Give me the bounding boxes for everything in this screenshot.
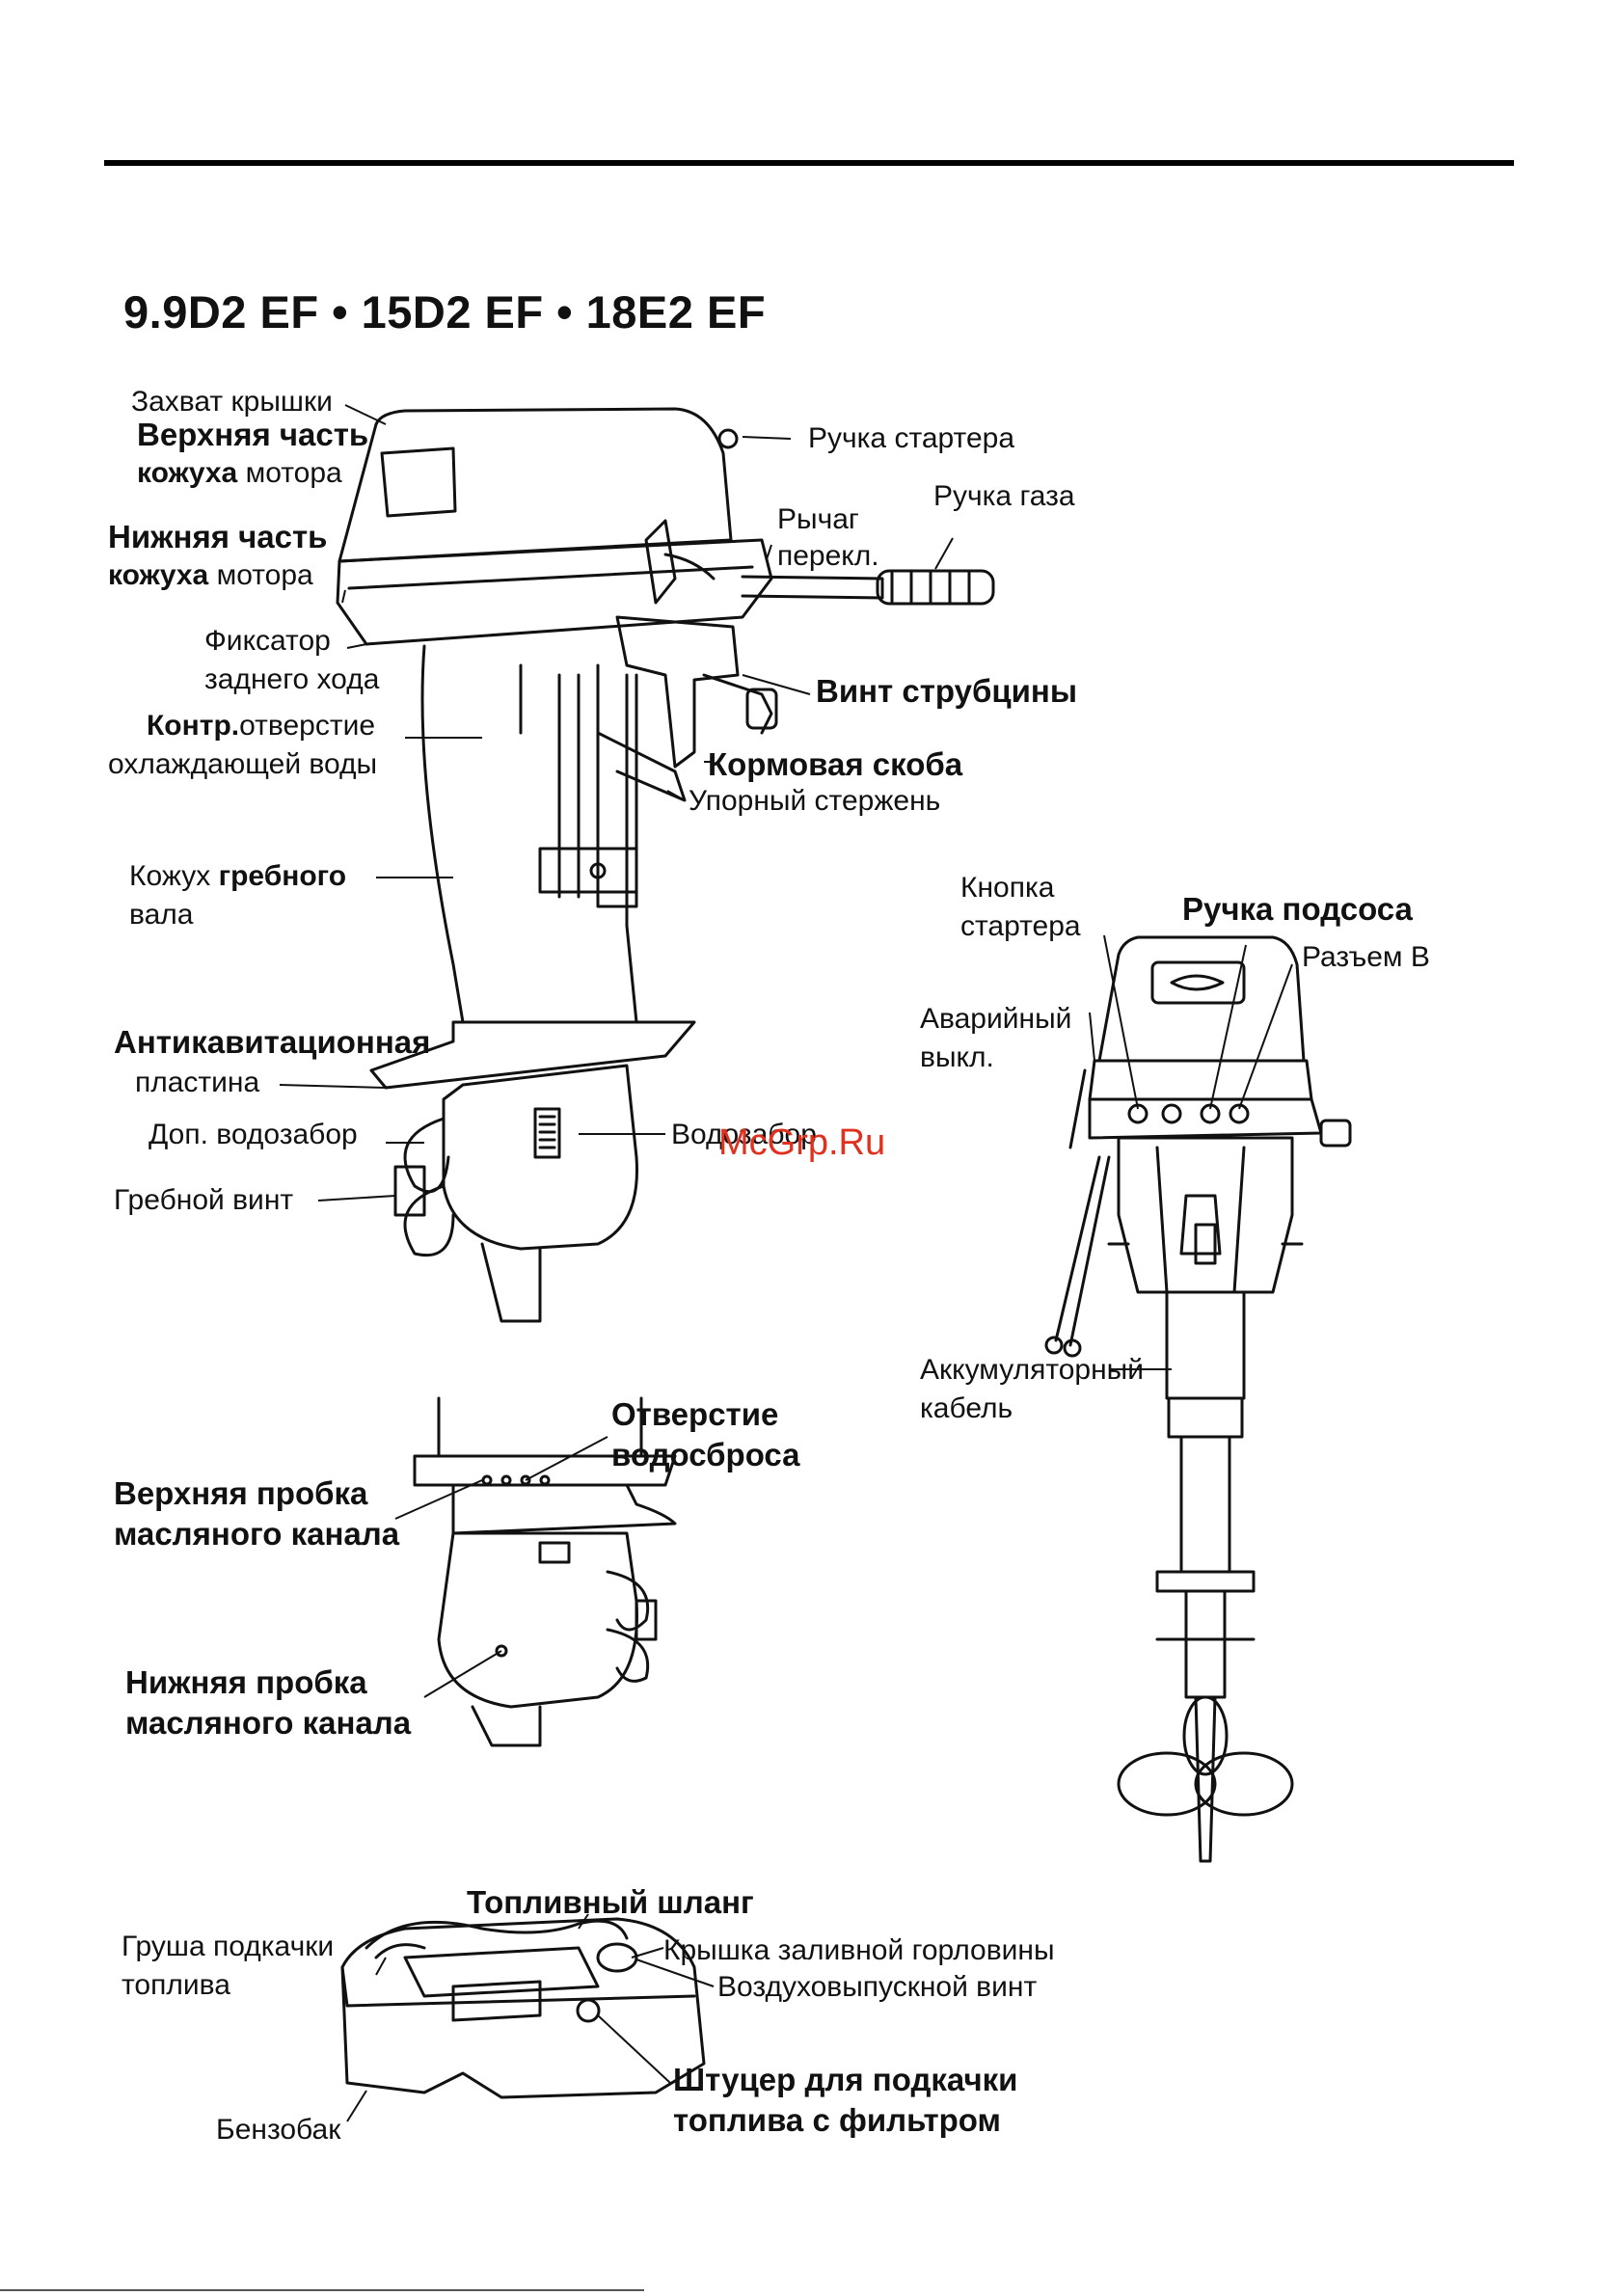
label-connector-b: Разъем B [1302, 941, 1430, 973]
label-upper-cover-line2: кожуха мотора [137, 455, 342, 492]
side-view-motor [336, 407, 995, 1323]
label-start-button-line1: Кнопка [960, 872, 1055, 904]
label-upper-cover-bold: кожуха [137, 457, 238, 489]
label-trim-rod: Упорный стержень [689, 785, 941, 817]
label-throttle-grip: Ручка газа [933, 480, 1075, 512]
label-shaft-housing-bold: гребного [218, 860, 347, 892]
label-fuel-joint-line2: топлива с фильтром [673, 2102, 1001, 2138]
label-drain-hole-line1: Отверстие [611, 1396, 779, 1432]
label-fuel-joint-line1: Штуцер для подкачки [673, 2062, 1018, 2097]
label-battery-cable-line1: Аккумуляторный [920, 1354, 1144, 1386]
front-view-motor [1044, 935, 1352, 1863]
label-propeller: Гребной винт [114, 1184, 294, 1216]
gearcase-detail [413, 1396, 677, 1747]
fuel-tank-illustration [340, 1917, 706, 2099]
label-shift-lever-line1: Рычаг [777, 503, 859, 535]
leader-lines [279, 404, 1293, 2122]
label-anticav-line2: пластина [135, 1067, 260, 1098]
label-stop-switch-line2: выкл. [920, 1041, 994, 1073]
label-pilot-hole-rest: отверстие [239, 710, 376, 742]
label-filler-cap: Крышка заливной горловины [663, 1934, 1055, 1966]
label-cover-latch: Захват крышки [131, 386, 333, 418]
label-pilot-hole-line2: охлаждающей воды [108, 748, 378, 780]
label-upper-cover-rest: мотора [245, 457, 342, 489]
header-rule [104, 160, 1514, 166]
label-lower-cover-line2: кожуха мотора [108, 557, 313, 594]
label-shaft-housing-line1: Кожух гребного [129, 858, 346, 895]
label-drain-hole-line2: водосброса [611, 1437, 800, 1472]
label-start-button-line2: стартера [960, 910, 1081, 942]
label-shaft-housing-word: Кожух [129, 860, 211, 892]
label-fuel-tank: Бензобак [216, 2114, 341, 2146]
label-pilot-hole-line1: Контр.отверстие [147, 708, 375, 744]
label-air-vent-screw: Воздуховыпускной винт [717, 1971, 1038, 2003]
label-starter-handle: Ручка стартера [808, 422, 1015, 454]
label-pilot-hole-bold: Контр. [147, 710, 240, 742]
label-primer-bulb-line2: топлива [122, 1969, 230, 2001]
watermark: McGrp.Ru [718, 1122, 886, 1163]
label-stop-switch-line1: Аварийный [920, 1003, 1072, 1035]
label-lower-oil-plug-line2: масляного канала [125, 1705, 412, 1741]
label-aux-intake: Доп. водозабор [149, 1119, 358, 1150]
label-reverse-lock-line1: Фиксатор [204, 625, 331, 657]
label-fuel-hose: Топливный шланг [467, 1884, 754, 1920]
label-water-intake: Водозабор [671, 1119, 817, 1150]
label-shaft-housing-line2: вала [129, 899, 194, 931]
label-anticav-line1: Антикавитационная [114, 1024, 431, 1060]
label-reverse-lock-line2: заднего хода [204, 663, 380, 695]
label-upper-oil-plug-line2: масляного канала [114, 1516, 400, 1552]
page-title: 9.9D2 EF • 15D2 EF • 18E2 EF [123, 286, 767, 338]
label-clamp-bracket: Кормовая скоба [708, 746, 963, 782]
label-shift-lever-line2: перекл. [777, 540, 879, 572]
label-choke-knob: Ручка подсоса [1182, 891, 1413, 927]
label-lower-cover-bold: кожуха [108, 559, 209, 591]
label-lower-cover-rest: мотора [216, 559, 313, 591]
label-primer-bulb-line1: Груша подкачки [122, 1931, 335, 1962]
footer-rule [0, 2289, 644, 2291]
label-upper-cover-line1: Верхняя часть [137, 417, 369, 452]
label-battery-cable-line2: кабель [920, 1392, 1013, 1424]
label-lower-cover-line1: Нижняя часть [108, 519, 328, 554]
label-upper-oil-plug-line1: Верхняя пробка [114, 1475, 368, 1511]
label-lower-oil-plug-line1: Нижняя пробка [125, 1664, 367, 1700]
label-clamp-screw: Винт струбцины [816, 673, 1078, 709]
